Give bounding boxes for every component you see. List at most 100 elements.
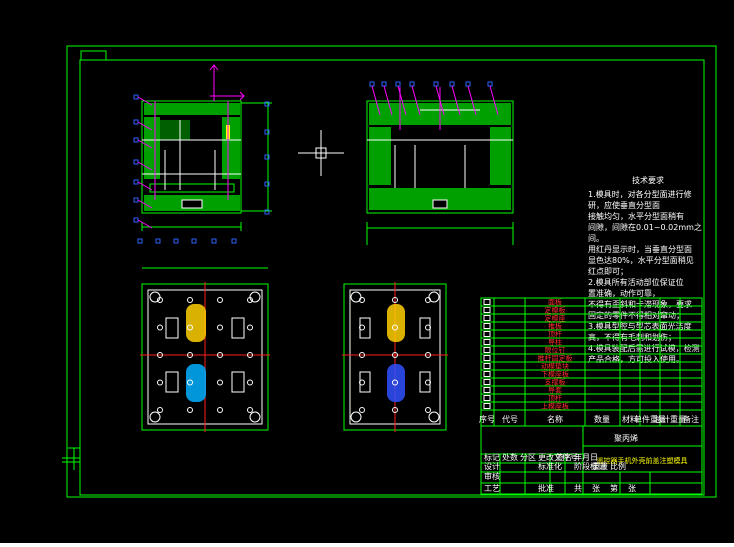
parts-list-rows: 面板定模板定模座推板顶杆导柱限位钉推杆固定板动模垫块下模座板支撑板导套顶杆上模座… (481, 298, 702, 411)
ejector-hole (425, 297, 431, 303)
title-block-cell: 标记 (484, 452, 500, 462)
ejector-hole (247, 352, 253, 358)
parts-row-marker (483, 315, 491, 321)
parts-row-marker (483, 379, 491, 385)
ejector-hole (425, 407, 431, 413)
ejector-hole (217, 379, 223, 386)
callout-leader (397, 85, 407, 116)
ejector-hole (217, 407, 223, 413)
title-block-cell: 分区 (520, 453, 536, 462)
parts-row-name: 顶杆 (548, 330, 562, 339)
callout-marker (395, 81, 401, 87)
ejector-hole (359, 324, 365, 331)
parts-row-marker (483, 363, 491, 369)
tech-req-line: 1.模具时，对各分型面进行修 (588, 189, 692, 199)
center-mark (298, 130, 344, 176)
parts-list-header: 序号代号名称数量材料单件重量总计重量备注 (479, 414, 699, 424)
ejector-hole (157, 407, 163, 413)
parts-header-cell: 单件重量 (634, 414, 666, 424)
ejector-hole (217, 352, 223, 358)
ejector-hole (187, 407, 193, 413)
parts-header-cell: 名称 (547, 414, 563, 424)
parts-row-marker (483, 347, 491, 353)
title-block-cell: 第 (610, 483, 618, 493)
callout-leader (137, 121, 153, 131)
title-block-cell: 张 (628, 484, 636, 493)
callout-marker (231, 238, 237, 244)
parts-row-name: 限位钉 (545, 346, 566, 355)
title-block-cell: 更改文件号 (538, 452, 578, 462)
parts-header-cell: 序号 (479, 414, 495, 424)
callout-marker (433, 81, 439, 87)
parts-row-name: 定模座 (545, 314, 566, 323)
parts-row-marker (483, 299, 491, 305)
plan-view-left[interactable] (140, 267, 270, 432)
callout-leader (137, 199, 153, 209)
callout-marker (264, 129, 270, 135)
callout-leader (137, 139, 153, 149)
parts-row-name: 动模垫块 (541, 362, 569, 371)
parts-header-cell: 数量 (594, 414, 610, 424)
callout-leader (467, 85, 477, 116)
ejector-hole (359, 379, 365, 386)
parts-row-name: 顶杆 (548, 394, 562, 403)
ejector-hole (392, 324, 398, 331)
tech-req-line: 置准确，动作可靠， (588, 288, 660, 298)
tech-req-line: 红点即可； (588, 266, 628, 276)
parts-row-name: 定模板 (545, 306, 566, 315)
title-block-cell: 年月日 (574, 452, 598, 462)
ejector-hole (392, 297, 398, 303)
callout-leader (489, 85, 499, 116)
title-block-cell: 处数 (502, 452, 518, 462)
parts-row-name: 下模座板 (541, 370, 569, 379)
ejector-hole (247, 297, 253, 303)
callout-marker (264, 181, 270, 187)
parts-row-name: 上模座板 (541, 402, 569, 411)
left-plan-ejector-holes (157, 297, 253, 413)
drawing-frame (62, 45, 717, 498)
parts-row-marker (483, 307, 491, 313)
parts-row-name: 推杆固定板 (538, 354, 573, 363)
tech-req-title: 技术要求 (632, 175, 664, 185)
ejector-hole (425, 352, 431, 358)
callout-marker (369, 81, 375, 87)
ejector-hole (187, 352, 193, 358)
title-block[interactable] (480, 425, 703, 495)
callout-marker (133, 94, 139, 100)
side-section-view[interactable] (366, 87, 514, 245)
title-block-cell: 批准 (538, 483, 554, 493)
title-block-cell: 标准化 (538, 461, 562, 471)
parts-row-marker (483, 395, 491, 401)
title-block-cell: 审核 (484, 471, 500, 481)
side-view-callouts (369, 81, 499, 116)
front-section-view[interactable] (141, 64, 272, 231)
title-block-cell: 设计 (484, 461, 500, 471)
parts-row-marker (483, 339, 491, 345)
callout-marker (137, 238, 143, 244)
callout-marker (264, 101, 270, 107)
ejector-hole (157, 297, 163, 303)
parts-row-name: 推板 (548, 322, 562, 331)
tech-req-line: 研，应使垂直分型面 (588, 200, 660, 210)
ejector-hole (157, 379, 163, 386)
parts-row-marker (483, 355, 491, 361)
callout-leader (371, 85, 381, 116)
callout-marker (211, 238, 217, 244)
ejector-hole (392, 407, 398, 413)
callout-marker (381, 81, 387, 87)
callout-marker (487, 81, 493, 87)
callout-marker (133, 197, 139, 203)
tech-req-line: 高，不得有毛刺和划伤； (588, 332, 676, 342)
callout-marker (133, 217, 139, 223)
parts-header-cell: 材料 (622, 414, 638, 424)
callout-marker (133, 119, 139, 125)
parts-row-marker (483, 323, 491, 329)
tech-req-line: 2.模具所有活动部位保证位 (588, 277, 684, 287)
ejector-hole (157, 324, 163, 331)
title-block-cell: 共 (574, 484, 582, 493)
material-label: 聚丙烯 (614, 433, 638, 443)
callout-leader (137, 96, 153, 106)
ejector-hole (425, 379, 431, 386)
